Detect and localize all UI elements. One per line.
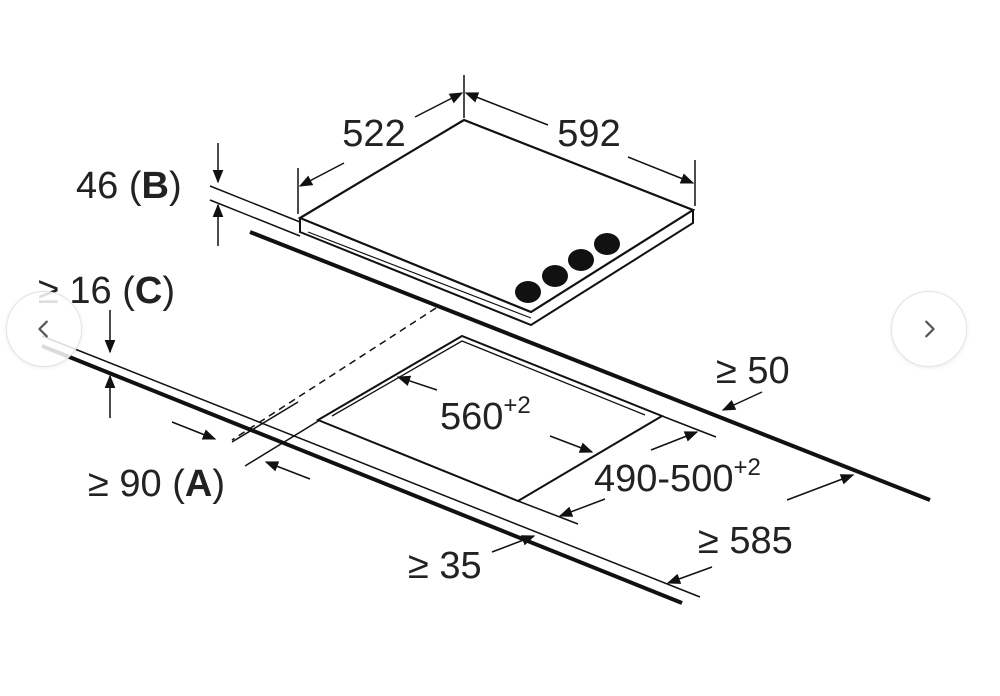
label-cutout-depth-value: 490-500 bbox=[594, 458, 733, 500]
label-front-value: ≥ 90 ( bbox=[88, 463, 185, 505]
previous-image-button[interactable] bbox=[6, 291, 82, 367]
label-gap-letter: C bbox=[135, 270, 162, 312]
label-thickness-close: ) bbox=[169, 165, 182, 207]
hob-control-knobs bbox=[515, 233, 620, 303]
label-worktop-depth: ≥ 585 bbox=[698, 520, 793, 562]
label-depth-522: 522 bbox=[342, 113, 405, 155]
chevron-right-icon bbox=[925, 320, 935, 338]
chevron-left-icon bbox=[38, 320, 48, 338]
worktop bbox=[41, 230, 931, 605]
label-gap-close: ) bbox=[162, 270, 175, 312]
label-front-close: ) bbox=[212, 463, 225, 505]
knob-3 bbox=[568, 249, 594, 271]
label-front-edge-35: ≥ 35 bbox=[408, 545, 482, 587]
knob-2 bbox=[542, 265, 568, 287]
label-cutout-width-tolerance: +2 bbox=[503, 392, 530, 419]
label-width-592: 592 bbox=[557, 113, 620, 155]
label-thickness-value: 46 ( bbox=[76, 165, 142, 207]
dimension-lines bbox=[104, 75, 855, 584]
label-cutout-depth-tolerance: +2 bbox=[733, 454, 760, 481]
label-front-a: ≥ 90 (A) bbox=[88, 463, 225, 505]
knob-4 bbox=[594, 233, 620, 255]
label-cutout-width: 560+2 bbox=[440, 392, 531, 438]
hob bbox=[297, 118, 696, 327]
label-thickness-letter: B bbox=[141, 165, 168, 207]
label-cutout-width-value: 560 bbox=[440, 396, 503, 438]
next-image-button[interactable] bbox=[891, 291, 967, 367]
label-gap-c: ≥ 16 (C) bbox=[38, 270, 175, 312]
label-back-50: ≥ 50 bbox=[716, 350, 790, 392]
label-thickness-b: 46 (B) bbox=[76, 165, 182, 207]
label-front-letter: A bbox=[185, 463, 212, 505]
label-cutout-depth: 490-500+2 bbox=[594, 454, 761, 500]
knob-1 bbox=[515, 281, 541, 303]
